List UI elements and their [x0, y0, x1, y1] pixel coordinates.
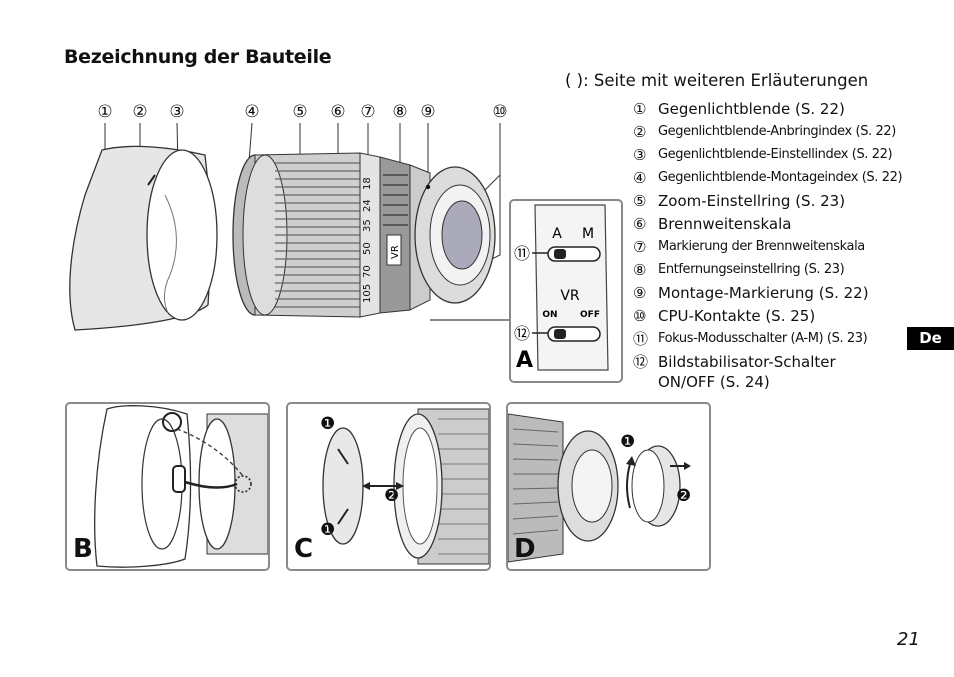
legend-number: ⑦ [633, 238, 647, 256]
language-tab: De [907, 327, 954, 350]
legend-number: ⑨ [633, 284, 647, 302]
callout-5: ⑤ [292, 102, 307, 122]
step-1-bottom: ❶ [320, 520, 336, 540]
legend-label: Brennweitenskala [658, 215, 792, 233]
scale-mark: 35 [362, 219, 373, 232]
legend-item: ⑧ Entfernungseinstellring (S. 23) [633, 260, 903, 283]
callout-11: ⑪ [514, 244, 530, 263]
callout-7: ⑦ [360, 102, 375, 122]
vr-badge-box [386, 234, 402, 266]
legend-number: ① [633, 100, 647, 118]
legend-item: ④ Gegenlichtblende-Montageindex (S. 22) [633, 168, 903, 191]
legend-number: ⑤ [633, 192, 647, 210]
legend-item: ⑩ CPU-Kontakte (S. 25) [633, 306, 903, 329]
legend-number: ③ [633, 146, 647, 164]
vr-off-label: OFF [580, 310, 600, 320]
legend-number: ⑧ [633, 261, 647, 279]
legend-item: ⑫ Bildstabilisator-Schalter ON/OFF (S. 24… [633, 352, 903, 392]
callout-3: ③ [169, 102, 184, 122]
legend-note: ( ): Seite mit weiteren Erläuterungen [565, 71, 869, 90]
af-label-a: A [552, 226, 562, 242]
switch-panel: A M VR ON OFF ⑪ ⑫ A [509, 199, 623, 383]
legend-item: ⑪ Fokus-Modusschalter (A-M) (S. 23) [633, 329, 903, 352]
legend-number: ④ [633, 169, 647, 187]
section-title: Bezeichnung der Bauteile [64, 46, 332, 68]
legend-item: ⑨ Montage-Markierung (S. 22) [633, 283, 903, 306]
legend-label: Entfernungseinstellring (S. 23) [658, 262, 845, 277]
lens-hood [69, 145, 218, 331]
legend-item: ② Gegenlichtblende-Anbringindex (S. 22) [633, 122, 903, 145]
legend-label: Montage-Markierung (S. 22) [658, 284, 869, 302]
panel-label-c: C [294, 534, 314, 564]
scale-mark: 70 [362, 265, 373, 278]
legend-label: Fokus-Modusschalter (A-M) (S. 23) [658, 331, 868, 346]
step-1: ❶ [620, 432, 636, 452]
callout-8: ⑧ [392, 102, 407, 122]
cap-attach-illustration [322, 408, 489, 565]
scale-mark: 18 [362, 177, 373, 190]
lens-diagram: ① ② ③ ④ ⑤ ⑥ ⑦ ⑧ ⑨ ⑩ [69, 102, 623, 383]
legend-number: ⑩ [633, 307, 647, 325]
callout-4: ④ [244, 102, 259, 122]
legend-item: ⑦ Markierung der Brennweitenskala [633, 237, 903, 260]
legend-label: Bildstabilisator-Schalter ON/OFF (S. 24) [658, 353, 836, 391]
legend-number: ② [633, 123, 647, 141]
legend-label: Gegenlichtblende-Montageindex (S. 22) [658, 170, 903, 185]
legend-item: ① Gegenlichtblende (S. 22) [633, 99, 903, 122]
callout-1: ① [97, 102, 112, 122]
scale-mark: 105 [362, 284, 373, 303]
parts-legend: ① Gegenlichtblende (S. 22) ② Gegenlichtble… [633, 99, 903, 392]
panel-label-d: D [514, 534, 536, 564]
panel-label-b: B [73, 534, 93, 564]
callout-12: ⑫ [514, 324, 530, 343]
step-1-top: ❶ [320, 414, 336, 434]
callout-9: ⑨ [420, 102, 435, 122]
vr-label: VR [560, 288, 580, 304]
legend-number: ⑪ [633, 330, 649, 348]
page-number: 21 [897, 629, 920, 650]
scale-mark: 24 [362, 199, 373, 212]
hood-attach-illustration [94, 405, 268, 568]
legend-label: Gegenlichtblende-Anbringindex (S. 22) [658, 124, 896, 139]
step-2: ❷ [676, 486, 692, 506]
legend-label: Zoom-Einstellring (S. 23) [658, 192, 846, 210]
lens-barrel: 18 24 35 50 70 105 VR [232, 152, 496, 318]
panel-d: ❶ ❷ D [506, 402, 711, 571]
scale-mark: 50 [362, 242, 373, 255]
callout-6: ⑥ [330, 102, 345, 122]
legend-item: ⑥ Brennweitenskala [633, 214, 903, 237]
panel-b: B [65, 402, 270, 571]
rear-cap-illustration [508, 413, 691, 563]
callout-2: ② [132, 102, 147, 122]
legend-number: ⑥ [633, 215, 647, 233]
step-2: ❷ [384, 486, 400, 506]
legend-label: CPU-Kontakte (S. 25) [658, 307, 816, 325]
vr-on-label: ON [542, 310, 557, 320]
legend-label: Markierung der Brennweitenskala [658, 239, 865, 254]
vr-badge: VR [390, 245, 401, 259]
legend-item: ③ Gegenlichtblende-Einstellindex (S. 22) [633, 145, 903, 168]
callout-10: ⑩ [492, 102, 507, 122]
legend-number: ⑫ [633, 353, 649, 371]
legend-label: Gegenlichtblende (S. 22) [658, 100, 845, 118]
af-label-m: M [582, 226, 594, 242]
panel-label-a: A [516, 348, 533, 373]
legend-label: Gegenlichtblende-Einstellindex (S. 22) [658, 147, 893, 162]
panel-c: ❶ ❷ ❶ C [286, 402, 491, 571]
legend-item: ⑤ Zoom-Einstellring (S. 23) [633, 191, 903, 214]
